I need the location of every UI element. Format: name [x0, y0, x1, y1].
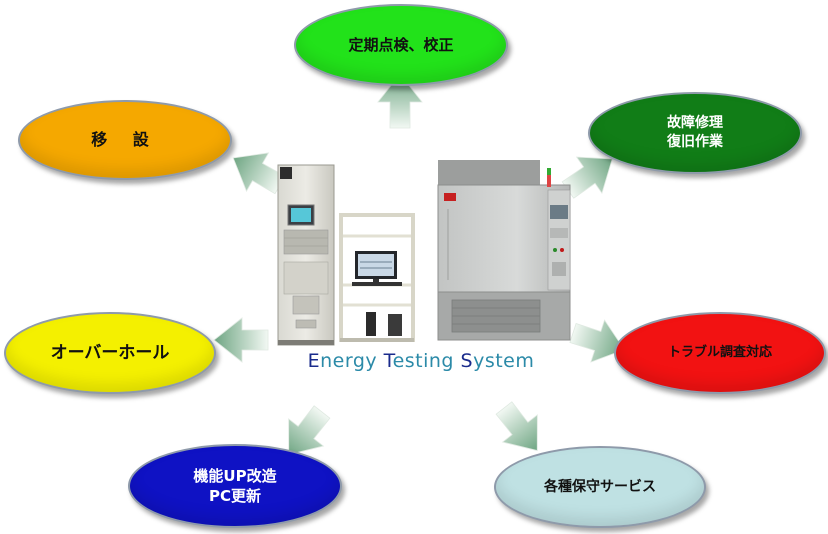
service-upgrade-pc-update: 機能UP改造 PC更新 [128, 444, 342, 528]
service-label: PC更新 [208, 487, 261, 505]
service-repair-recovery: 故障修理 復旧作業 [588, 92, 802, 174]
service-maintenance: 各種保守サービス [494, 446, 706, 528]
service-label: 定期点検、校正 [348, 35, 454, 54]
pc-rack-image [339, 213, 415, 342]
service-label: 各種保守サービス [544, 478, 656, 495]
service-label: オーバーホール [50, 342, 170, 363]
title-part: S [460, 350, 474, 372]
service-trouble-investigation: トラブル調査対応 [614, 312, 826, 394]
title-part: E [307, 350, 321, 372]
service-label: 移 設 [91, 130, 159, 150]
title-part: ystem [473, 350, 535, 372]
service-label: トラブル調査対応 [667, 345, 772, 361]
title-part: nergy [320, 350, 384, 372]
service-label: 復旧作業 [667, 134, 723, 150]
title-part: T [383, 350, 393, 372]
service-relocation: 移 設 [18, 100, 232, 180]
arrow-to-overhaul-icon [213, 317, 269, 363]
center-system-title: Energy Testing System [286, 350, 556, 372]
service-label: 機能UP改造 [193, 466, 277, 485]
test-chamber-image [437, 160, 571, 341]
service-label: 故障修理 [667, 115, 723, 132]
service-inspection-calibration: 定期点検、校正 [294, 4, 508, 86]
control-cabinet-image [277, 164, 335, 346]
title-part: esting [392, 350, 461, 372]
service-overhaul: オーバーホール [4, 312, 216, 394]
